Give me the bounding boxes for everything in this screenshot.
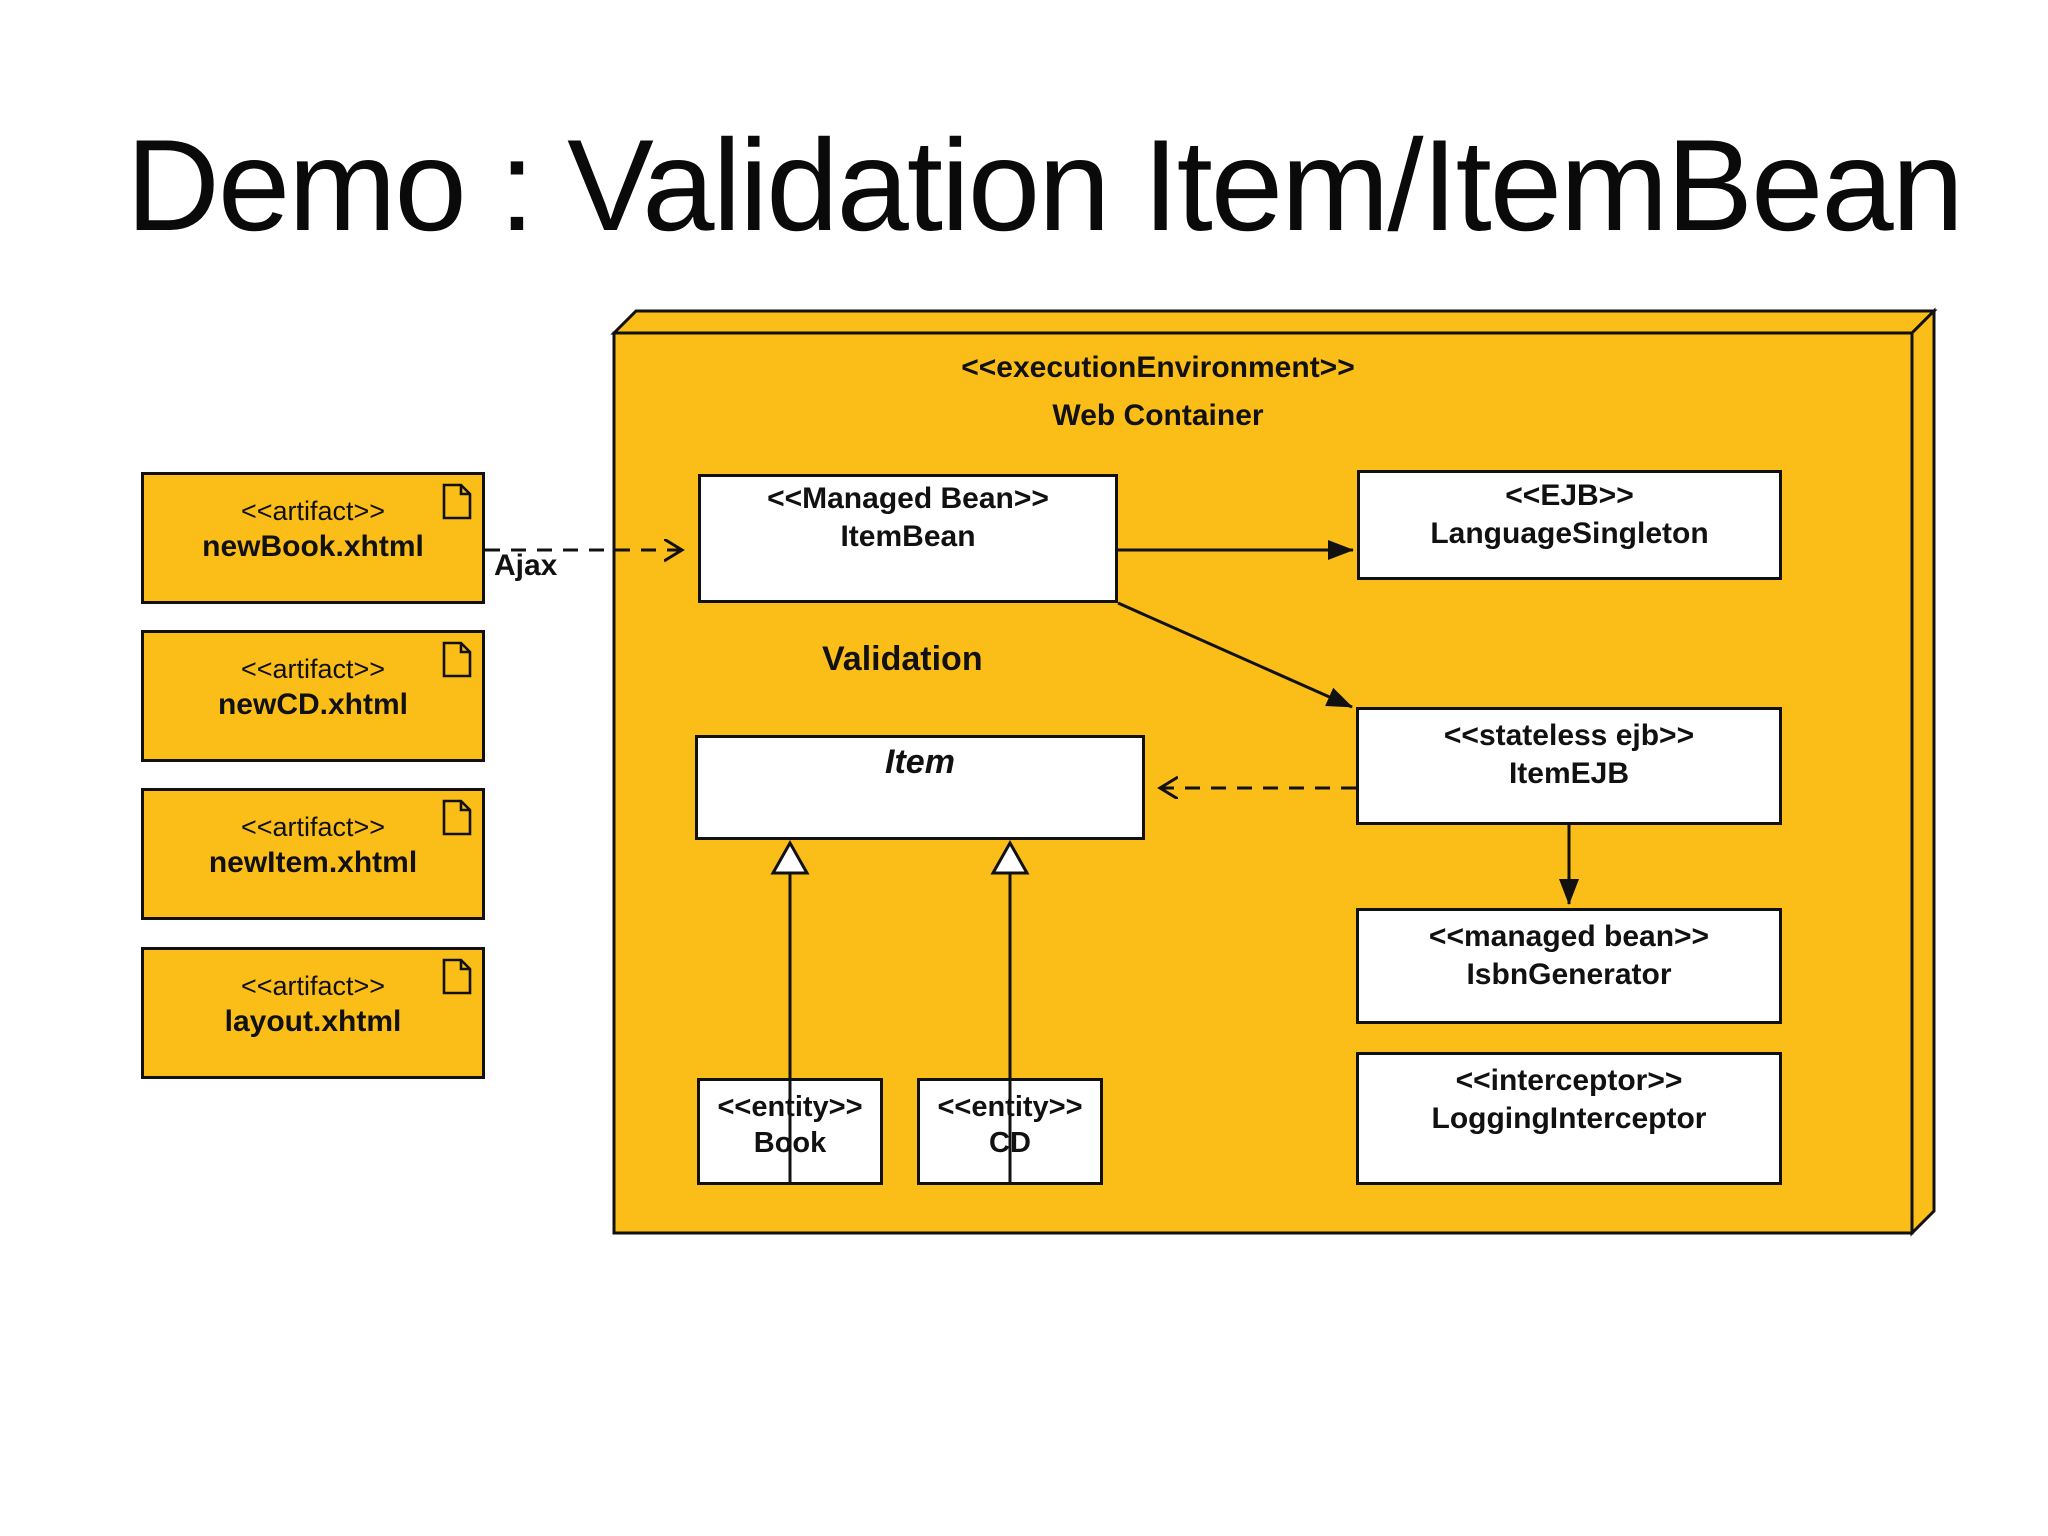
document-icon	[442, 483, 472, 520]
stereotype-label: <<stateless ejb>>	[1443, 719, 1695, 752]
container-stereotype: <<executionEnvironment>>	[961, 351, 1355, 384]
uml-box-isbngenerator: <<managed bean>> IsbnGenerator	[1356, 908, 1782, 1024]
artifact-stereotype: <<artifact>>	[240, 812, 386, 842]
class-name: Item	[885, 743, 955, 781]
artifact-name: newItem.xhtml	[208, 846, 418, 879]
artifact-name: newCD.xhtml	[217, 688, 409, 721]
generalization-triangle	[770, 839, 810, 875]
uml-box-cd: <<entity>> CD	[917, 1078, 1103, 1185]
artifact-layout: <<artifact>> layout.xhtml	[141, 947, 485, 1079]
class-name: ItemEJB	[1508, 757, 1630, 790]
class-name: LoggingInterceptor	[1431, 1102, 1707, 1135]
uml-box-book: <<entity>> Book	[697, 1078, 883, 1185]
container-name: Web Container	[1052, 399, 1264, 432]
validation-label: Validation	[822, 640, 983, 678]
artifact-stereotype: <<artifact>>	[240, 971, 386, 1001]
stereotype-label: <<entity>>	[717, 1091, 863, 1123]
stereotype-label: <<entity>>	[937, 1091, 1083, 1123]
artifact-stereotype: <<artifact>>	[240, 654, 386, 684]
uml-box-languagesingleton: <<EJB>> LanguageSingleton	[1357, 470, 1782, 580]
artifact-newbook: <<artifact>> newBook.xhtml	[141, 472, 485, 604]
document-icon	[442, 641, 472, 678]
document-icon	[442, 958, 472, 995]
artifact-name: layout.xhtml	[224, 1005, 402, 1038]
stereotype-label: <<EJB>>	[1505, 479, 1634, 512]
generalization-triangle	[990, 839, 1030, 875]
uml-box-itemejb: <<stateless ejb>> ItemEJB	[1356, 707, 1782, 825]
uml-box-logginginterceptor: <<interceptor>> LoggingInterceptor	[1356, 1052, 1782, 1185]
itembean-itemejb-arrow	[1117, 601, 1353, 709]
artifact-stereotype: <<artifact>>	[240, 496, 386, 526]
node-side-face	[1910, 307, 1936, 1237]
class-name: CD	[989, 1127, 1031, 1159]
class-name: ItemBean	[840, 520, 976, 553]
class-name: Book	[753, 1127, 827, 1159]
artifact-name: newBook.xhtml	[202, 530, 424, 563]
uml-box-itembean: <<Managed Bean>> ItemBean	[698, 474, 1118, 603]
artifact-newitem: <<artifact>> newItem.xhtml	[141, 788, 485, 920]
stereotype-label: <<interceptor>>	[1455, 1064, 1683, 1097]
class-name: IsbnGenerator	[1466, 958, 1672, 991]
uml-box-item: Item	[695, 735, 1145, 840]
document-icon	[442, 799, 472, 836]
class-name: LanguageSingleton	[1430, 517, 1709, 550]
stereotype-label: <<Managed Bean>>	[767, 482, 1049, 515]
ajax-label: Ajax	[494, 549, 558, 582]
node-top-face	[610, 309, 1938, 335]
page-title: Demo : Validation Item/ItemBean	[126, 112, 1964, 258]
stereotype-label: <<managed bean>>	[1428, 920, 1710, 953]
artifact-newcd: <<artifact>> newCD.xhtml	[141, 630, 485, 762]
